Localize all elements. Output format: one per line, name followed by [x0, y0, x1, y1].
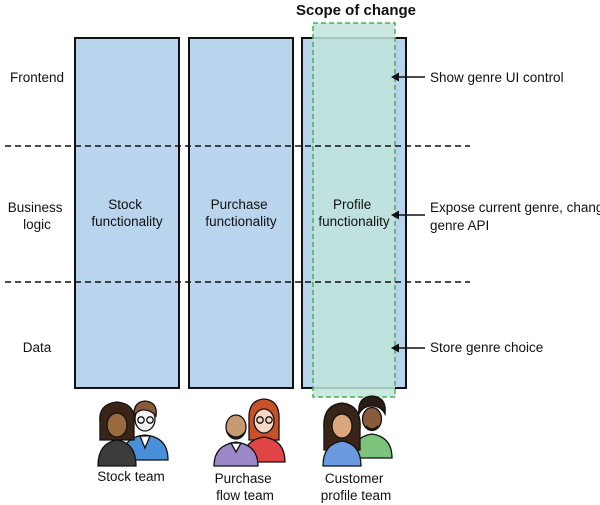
arrow-left-icon [391, 210, 425, 220]
team-label-purchase: Purchase flow team [215, 471, 276, 503]
team-label-stock: Stock team [97, 469, 165, 484]
purchase-column [188, 37, 294, 389]
stock-team-people-icon [97, 400, 169, 467]
column-label-stock: Stock functionality [91, 197, 163, 229]
arrow-left-icon [391, 343, 425, 353]
annotation-data: Store genre choice [430, 340, 543, 355]
layer-label-business-logic: Business logic [8, 200, 67, 232]
column-label-purchase: Purchase functionality [205, 197, 277, 229]
team-label-customer: Customer profile team [321, 471, 392, 503]
scope-title: Scope of change [296, 2, 416, 19]
purchase-team-people-icon [213, 398, 286, 467]
customer-team-people-icon [322, 395, 393, 467]
arrow-left-icon [391, 72, 425, 82]
annotation-frontend: Show genre UI control [430, 70, 564, 85]
stock-column [74, 37, 180, 389]
column-label-profile: Profile functionality [318, 197, 390, 229]
annotation-business-logic: Expose current genre, change genre API [430, 200, 600, 233]
layer-label-frontend: Frontend [10, 70, 64, 85]
scope-of-change-overlay [312, 22, 396, 398]
layer-label-data: Data [23, 340, 52, 355]
